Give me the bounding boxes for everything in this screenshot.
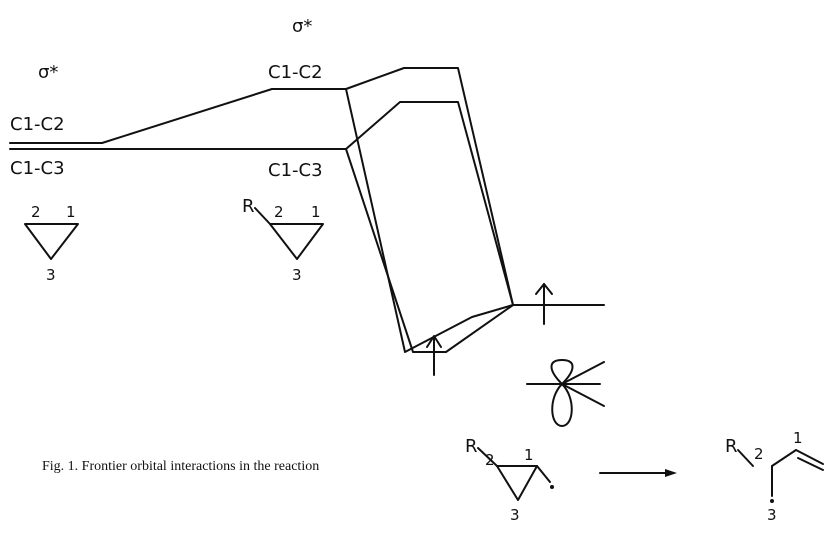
product-r-bond: [737, 449, 754, 467]
c1c3-interaction-upper: [345, 101, 514, 306]
product-double-bond-b: [797, 457, 824, 471]
radical-electron-arrowhead: [535, 283, 553, 295]
left-c1c3-label: C1-C3: [10, 158, 65, 179]
reactant-cyclopropane-ring: [496, 465, 538, 501]
p-orbital-lower-lobe: [551, 383, 573, 427]
product-c2-c1-bond: [771, 449, 797, 467]
c1c2-interaction-to-bottom: [345, 88, 514, 353]
reactant-radical-bond: [536, 465, 551, 483]
product-number-2: 2: [754, 445, 764, 463]
figure-caption: Fig. 1. Frontier orbital interactions in…: [42, 459, 319, 474]
middle-sigma-star-label: σ*: [292, 16, 312, 37]
p-orbital-upper-lobe: [550, 359, 574, 385]
left-ring-number-1: 1: [66, 203, 76, 221]
left-ring-number-2: 2: [31, 203, 41, 221]
left-cyclopropane-ring: [24, 223, 79, 260]
product-number-3: 3: [767, 506, 777, 524]
left-ring-number-3: 3: [46, 266, 56, 284]
middle-substituent-r: R: [242, 196, 255, 217]
reactant-number-1: 1: [524, 446, 534, 464]
product-double-bond-a: [795, 449, 824, 465]
middle-cyclopropane-ring: [269, 223, 324, 260]
middle-r-bond: [254, 207, 271, 225]
correlation-line-c1c2: [101, 88, 273, 144]
product-radical-dot: [770, 499, 774, 503]
reaction-arrowhead: [665, 469, 677, 477]
left-c1c2-label: C1-C2: [10, 114, 65, 135]
reactant-radical-dot: [550, 485, 554, 489]
reactant-number-2: 2: [485, 451, 495, 469]
middle-ring-number-2: 2: [274, 203, 284, 221]
middle-ring-number-3: 3: [292, 266, 302, 284]
reactant-number-3: 3: [510, 506, 520, 524]
product-number-1: 1: [793, 429, 803, 447]
middle-c1c3-label: C1-C3: [268, 160, 323, 181]
reactant-r-bond: [477, 447, 498, 467]
middle-c1c2-label: C1-C2: [268, 62, 323, 83]
c1c2-sigma-star-interaction-outer: [345, 67, 514, 306]
reactant-substituent-r: R: [465, 436, 478, 457]
product-substituent-r: R: [725, 436, 738, 457]
c1c3-interaction-lower: [345, 148, 514, 353]
middle-ring-number-1: 1: [311, 203, 321, 221]
p-orbital-bond-up: [561, 361, 605, 385]
left-sigma-star-label: σ*: [38, 62, 58, 83]
bonding-electron-arrowhead: [426, 335, 442, 348]
p-orbital-bond-down: [561, 383, 605, 407]
